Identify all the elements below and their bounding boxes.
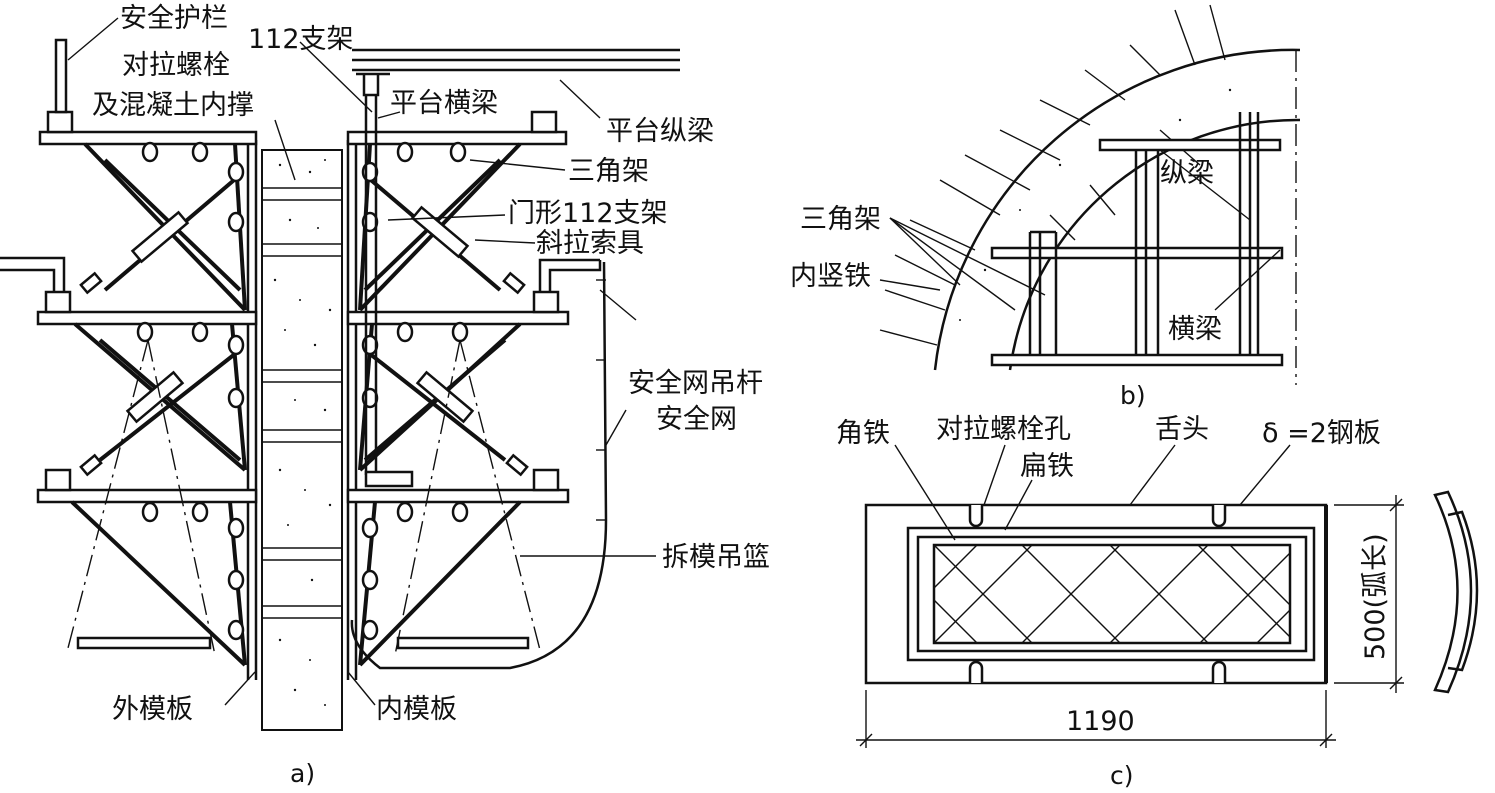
panel-b-drawing (879, 4, 1301, 385)
label-longbeam: 纵梁 (1160, 158, 1214, 189)
dim-height: 500(弧长) (1360, 533, 1391, 660)
label-triangle-frame-b: 三角架 (800, 204, 881, 235)
caption-a: a) (290, 759, 315, 788)
label-outer-form: 外模板 (112, 694, 193, 725)
label-crossbeam: 横梁 (1168, 314, 1222, 345)
label-inner-iron: 内竖铁 (790, 261, 871, 292)
label-inner-form: 内模板 (376, 694, 457, 725)
label-guardrail: 安全护栏 (120, 3, 228, 34)
label-tongue: 舌头 (1155, 414, 1209, 445)
panel-c-drawing (856, 490, 1479, 748)
label-platform-crossbeam: 平台横梁 (390, 88, 498, 119)
label-basket: 拆模吊篮 (662, 542, 770, 573)
label-bolt-hole: 对拉螺栓孔 (936, 414, 1071, 445)
label-portal-support: 门形112支架 (508, 198, 668, 229)
label-plate: δ =2钢板 (1262, 418, 1381, 449)
label-inner-brace: 及混凝土内撑 (92, 90, 254, 121)
caption-c: c) (1110, 761, 1134, 790)
panel-c-leaders (894, 444, 1291, 541)
label-net-pole: 安全网吊杆 (628, 368, 763, 399)
panel-a-drawing (0, 38, 680, 731)
label-angle-iron: 角铁 (836, 418, 890, 449)
panel-a-leaders (67, 17, 656, 706)
label-112-support: 112支架 (248, 24, 354, 55)
label-tie-bolt: 对拉螺栓 (122, 50, 230, 81)
panel-b-labels: 三角架 内竖铁 纵梁 横梁 b) (790, 158, 1222, 410)
caption-b: b) (1120, 381, 1146, 410)
label-safety-net: 安全网 (656, 404, 737, 435)
panel-a-labels: 安全护栏 112支架 对拉螺栓 及混凝土内撑 平台横梁 平台纵梁 三角架 门形1… (92, 3, 770, 788)
label-cable-rigging: 斜拉索具 (536, 228, 644, 259)
label-triangle-frame-a: 三角架 (568, 156, 649, 187)
label-flat-iron: 扁铁 (1020, 451, 1074, 482)
panel-c-labels: 角铁 对拉螺栓孔 扁铁 舌头 δ =2钢板 1190 500(弧长) c) (836, 414, 1391, 790)
dim-width: 1190 (1066, 706, 1135, 737)
panel-b-leaders (879, 149, 1281, 311)
label-platform-longbeam: 平台纵梁 (606, 116, 714, 147)
